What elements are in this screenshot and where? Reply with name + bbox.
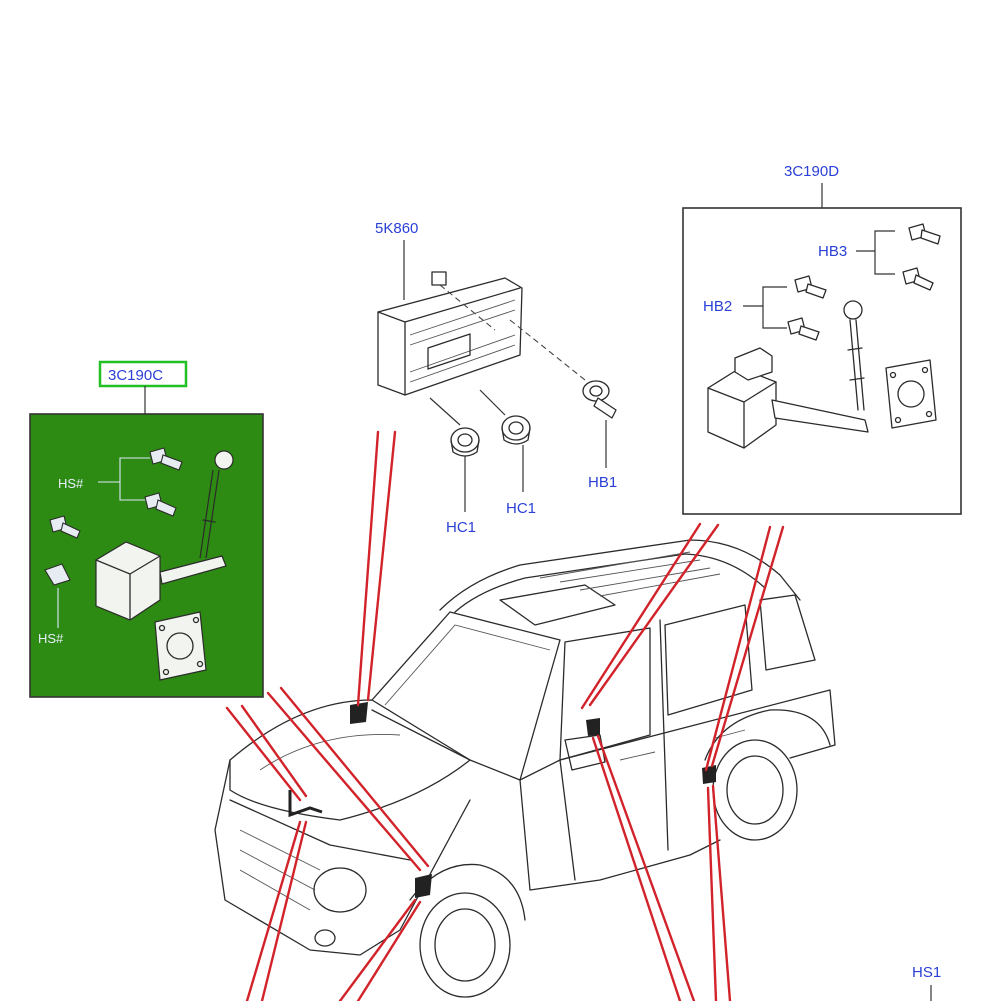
callout-3c190d[interactable]: 3C190D: [784, 163, 839, 180]
callout-hs1[interactable]: HS1: [912, 964, 941, 981]
vehicle-outline-icon: [214, 539, 836, 998]
callout-hc1-b[interactable]: HC1: [506, 500, 536, 517]
leader-lines: [225, 430, 785, 1001]
control-module-group[interactable]: 5K860: [375, 220, 586, 426]
sensor-kit-rear-group[interactable]: 3C190D HB3 HB2: [682, 163, 962, 515]
headlamp-leveling-sensor-icon: [707, 300, 869, 449]
screw-icon: [787, 275, 827, 341]
control-module-icon: [377, 271, 523, 396]
screw-icon: [902, 223, 941, 291]
callout-3c190c-highlight: [98, 360, 188, 388]
gasket-icon: [885, 359, 937, 429]
callout-hb3[interactable]: HB3: [818, 243, 847, 260]
nut-icon: [501, 415, 531, 445]
panel-3c190d: [682, 207, 962, 515]
nut-icon: [450, 427, 480, 457]
screw-icon: [44, 447, 183, 586]
hb1-screw-group[interactable]: HB1: [582, 380, 617, 491]
hc1-nut-a-group[interactable]: HC1: [446, 427, 480, 536]
screw-icon: [582, 380, 617, 419]
callout-hs-a[interactable]: HS#: [58, 476, 84, 491]
headlamp-leveling-sensor-icon: [95, 450, 234, 621]
hs1-group[interactable]: HS1: [912, 964, 941, 1001]
hc1-nut-b-group[interactable]: HC1: [501, 415, 536, 517]
callout-hs-b[interactable]: HS#: [38, 631, 64, 646]
callout-3c190c[interactable]: 3C190C: [108, 367, 163, 384]
gasket-icon: [154, 611, 207, 681]
callout-hb2[interactable]: HB2: [703, 298, 732, 315]
callout-hb1[interactable]: HB1: [588, 474, 617, 491]
callout-hc1-a[interactable]: HC1: [446, 519, 476, 536]
sensor-kit-front-group[interactable]: 3C190C HS# HS#: [29, 360, 264, 698]
callout-5k860[interactable]: 5K860: [375, 220, 418, 237]
